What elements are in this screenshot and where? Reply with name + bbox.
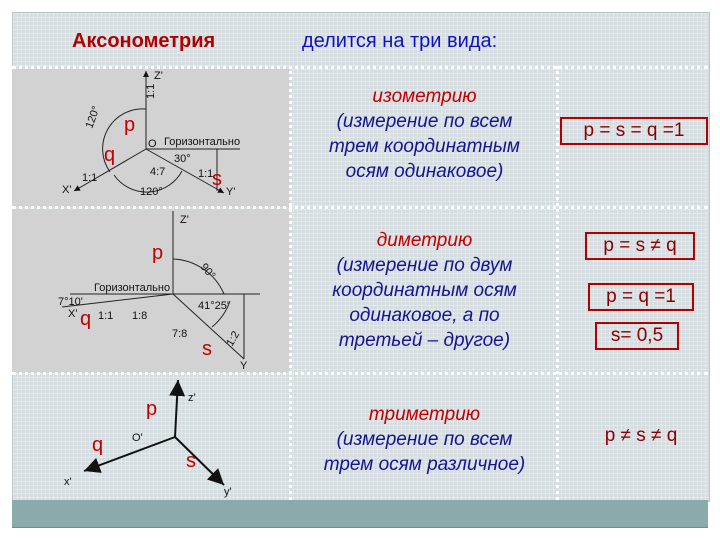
divider [556,66,559,500]
angle-label: 120° [140,186,163,198]
p-label: p [146,398,157,420]
ratio-label: 1:1 [98,310,113,322]
angle-label: 30° [174,153,191,165]
origin-label: O' [132,432,143,444]
description-line: (измерение по двум [336,255,513,276]
ratio-label: 1:1 [198,168,213,180]
trimetric-diagram: z' O' x' y' p q s [12,375,290,500]
p-label: p [124,114,135,136]
angle-label: 7°10' [58,296,83,308]
subtitle: делится на три вида: [302,30,498,52]
horizontal-label: Горизонтально [94,282,170,294]
description-line: координатным осям [332,280,517,301]
bottom-bar [12,500,708,528]
divider [12,372,708,375]
dimetry-description: диметрию (измерение по двум координатным… [292,228,557,353]
type-name: триметрию [368,404,481,425]
q-label: q [92,434,103,456]
formula-box: p = s = q =1 [560,117,708,145]
description-line: (измерение по всем [336,111,513,132]
description-line: (измерение по всем [336,429,513,450]
q-label: q [104,144,115,166]
trimetry-description: триметрию (измерение по всем трем осям р… [292,402,557,477]
formula-box: p = s ≠ q [585,232,695,260]
formula-box: s= 0,5 [595,322,679,350]
divider [12,66,708,69]
dimetric-diagram: Z' X' Y Горизонтально 90° 41°25' 7°10' 1… [12,209,290,373]
ratio-label: 1:2 [224,329,242,348]
ratio-label: 1:1 [145,84,157,99]
z-axis-label: Z' [180,214,189,226]
angle-label: 41°25' [198,300,229,312]
divider [289,66,292,500]
slope-label: 7:8 [172,328,187,340]
description-line: трем координатным [329,136,520,157]
type-name: диметрию [376,230,473,251]
z-axis-label: z' [188,392,196,404]
x-axis-label: X' [68,308,77,320]
y-axis-label: y' [224,486,232,498]
slope-label: 1:8 [132,310,147,322]
page-title: Аксонометрия [72,30,216,52]
slope-label: 4:7 [150,166,165,178]
horizontal-label: Горизонтально [164,136,240,148]
description-line: одинаковое, а по [349,305,500,326]
s-label: s [212,168,222,190]
p-label: p [152,242,163,264]
divider [12,206,708,209]
s-label: s [202,338,212,360]
description-line: осям одинаковое) [345,161,504,182]
origin-label: O [148,138,157,150]
description-line: третьей – другое) [338,330,511,351]
isometric-diagram: O Z' X' Y' Горизонтально 120° 120° 30° 1… [12,69,290,207]
formula-text: p ≠ s ≠ q [604,425,678,446]
angle-label: 120° [84,105,103,130]
x-axis-label: x' [64,476,72,488]
type-name: изометрию [372,86,477,107]
q-label: q [80,308,91,330]
description-line: трем осям различное) [323,454,526,475]
formula-box: p = q =1 [588,283,694,311]
isometry-description: изометрию (измерение по всем трем коорди… [292,84,557,184]
z-axis-label: Z' [154,70,163,82]
y-axis-label: Y [240,360,248,372]
ratio-label: 1:1 [82,172,97,184]
y-axis-label: Y' [226,186,235,198]
s-label: s [186,450,196,472]
x-axis-label: X' [62,184,71,196]
